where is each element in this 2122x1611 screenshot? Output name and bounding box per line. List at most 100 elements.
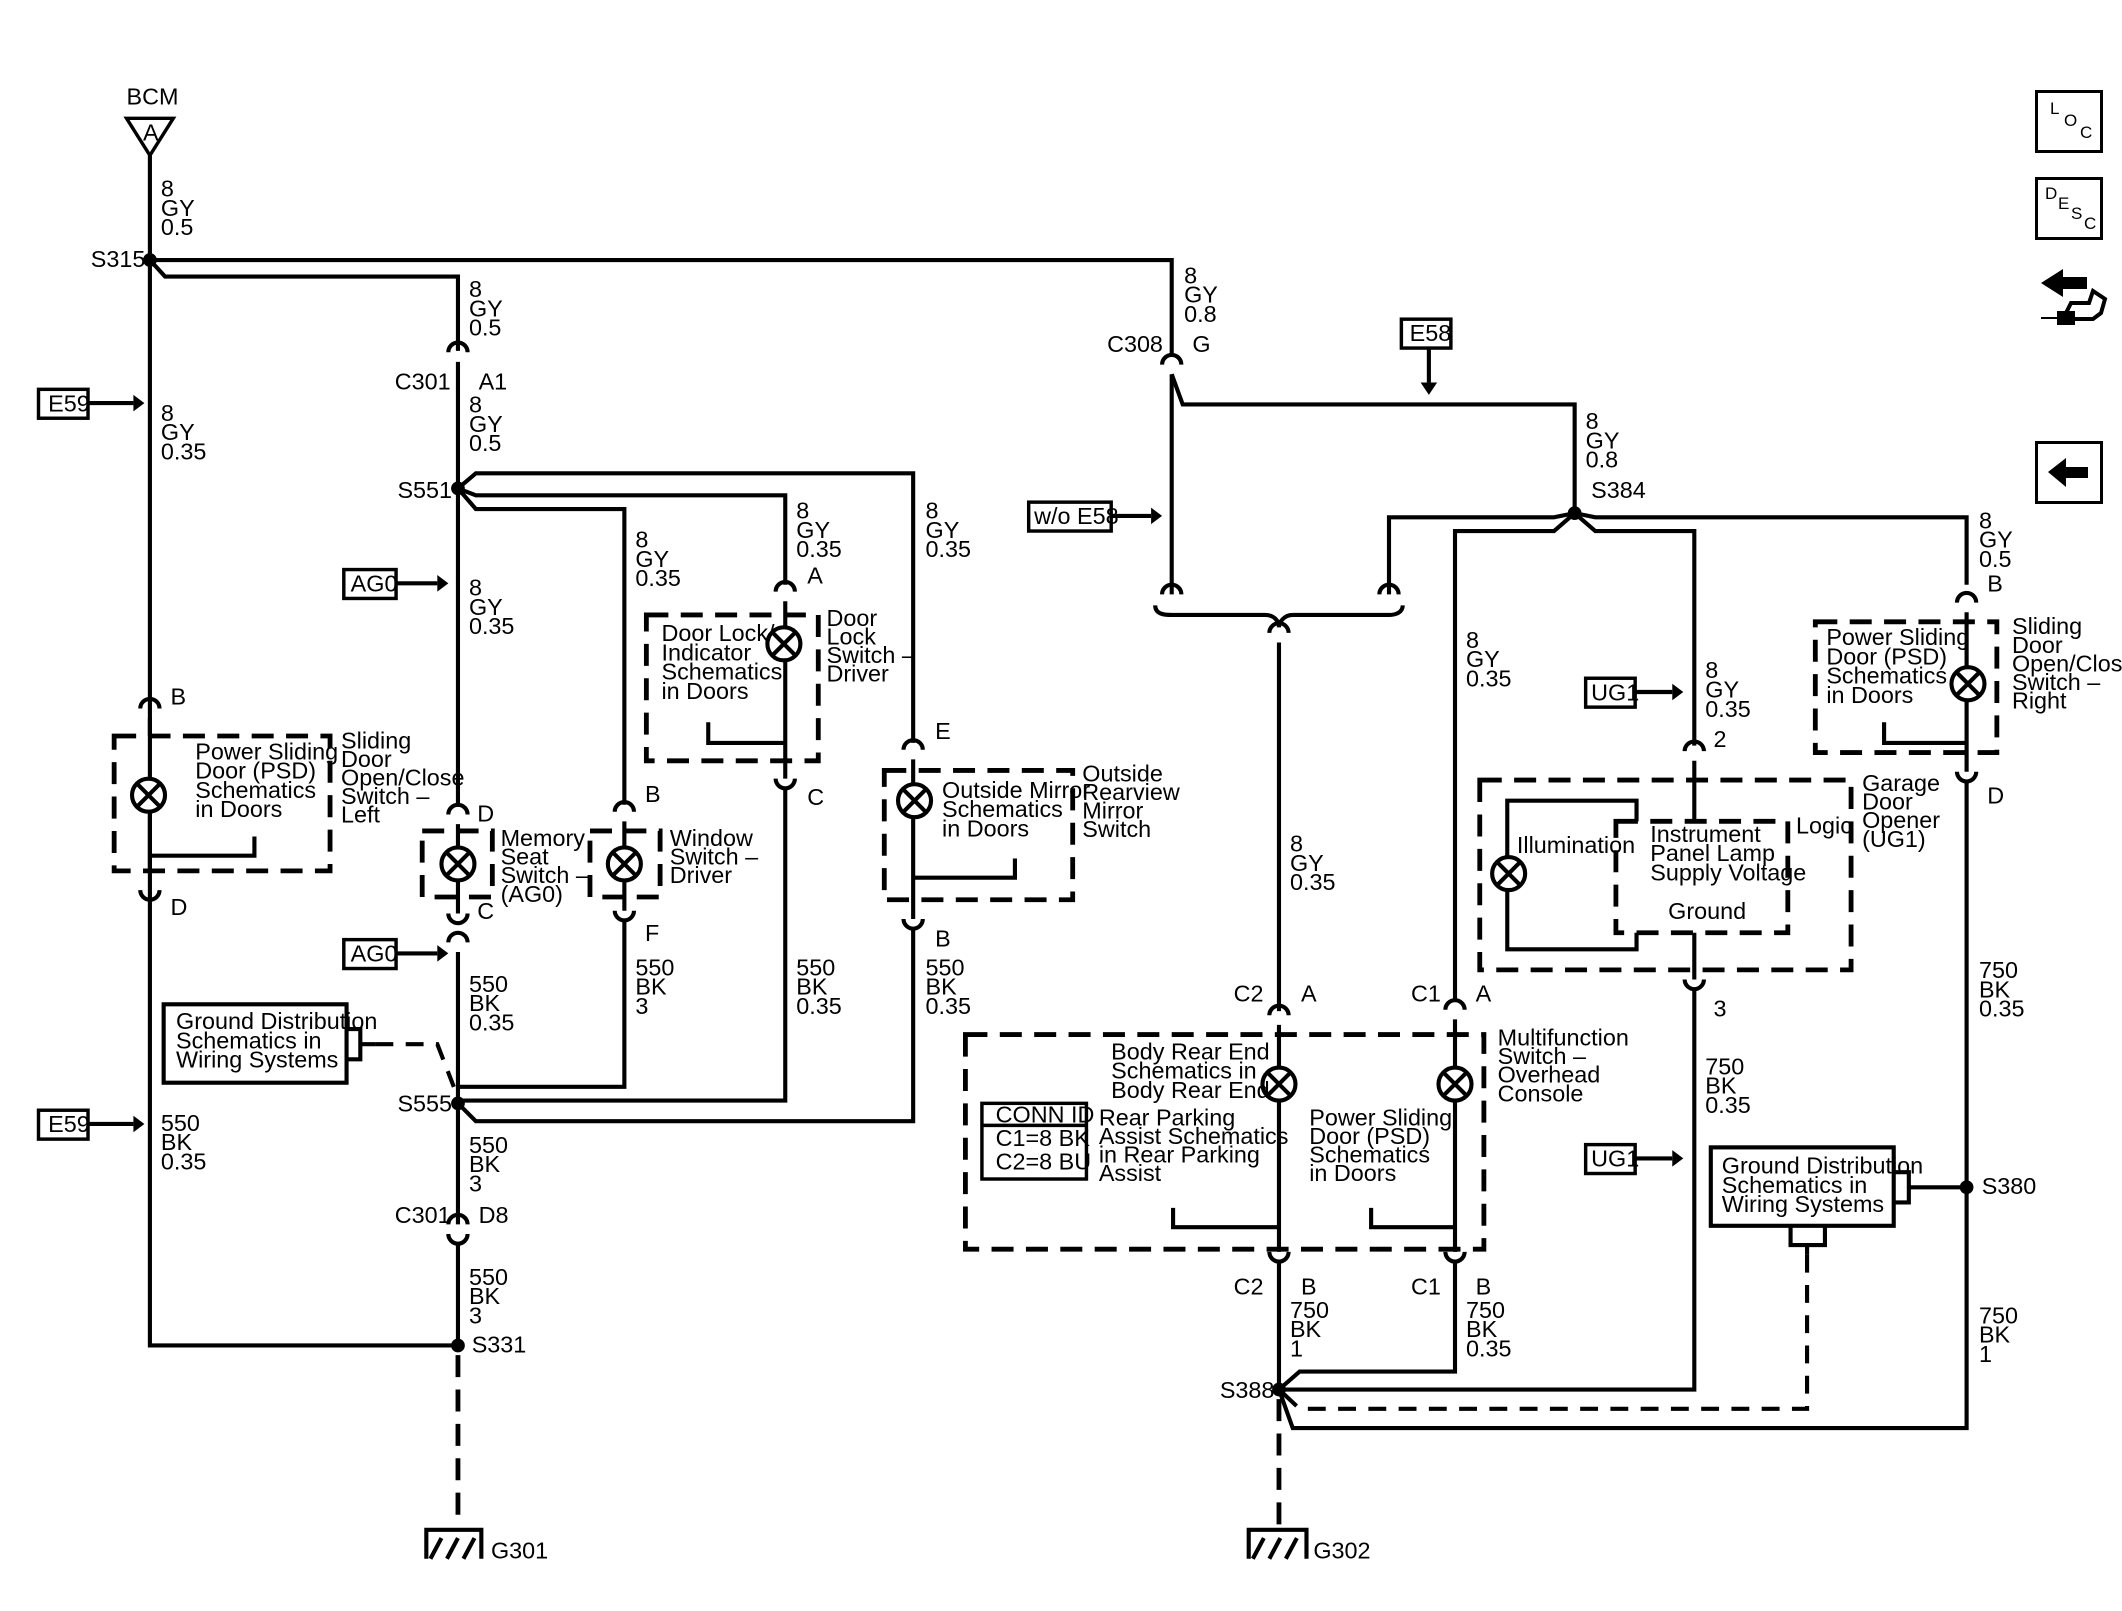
wire-label-w-window: 8 — [635, 527, 648, 553]
back-button[interactable] — [2035, 441, 2103, 504]
wire-label-w-mirror-gnd: BK — [926, 974, 958, 1000]
wire-label-w-s384: 0.8 — [1586, 447, 1618, 473]
wire-label-w-c2-up: 0.35 — [1290, 869, 1335, 895]
wire-label-w-doorlock-gnd: 550 — [796, 954, 835, 980]
wire-label-w-c2-up: GY — [1290, 850, 1324, 876]
wire-label-w-psd-right-gnd: BK — [1979, 976, 2011, 1002]
component-label-body-rear: Body Rear End — [1111, 1038, 1270, 1064]
component-label-conn-id: C1=8 BK — [996, 1125, 1091, 1151]
svg-text:E58: E58 — [1410, 320, 1452, 346]
wire-label-w-c301-s331: 3 — [469, 1302, 482, 1328]
pin-label: F — [645, 920, 659, 946]
svg-text:A: A — [1476, 981, 1492, 1007]
ag0-top-offpage[interactable]: AG0 — [342, 567, 449, 601]
component-label-window-name: Switch – — [670, 844, 758, 870]
wire-label-w-s315-c301: 8 — [469, 276, 482, 302]
pin-label: B — [935, 926, 951, 952]
wire-label-w-doorlock: GY — [796, 517, 830, 543]
wire-label-w-memory-gnd: 0.35 — [469, 1009, 514, 1035]
component-label-psd-left-inner: Door (PSD) — [195, 758, 316, 784]
wire-label-w-s555-c301: BK — [469, 1151, 501, 1177]
svg-text:UG1: UG1 — [1591, 679, 1639, 705]
wire-label-w-c301-s551: 8 — [469, 392, 482, 418]
component-label-body-rear: Schematics in — [1111, 1058, 1256, 1084]
connector-c1-b: C1 B — [1411, 1274, 1491, 1300]
wire-label-w-garage-gnd: 750 — [1705, 1053, 1744, 1079]
component-label-doorlock-inner: Schematics — [661, 659, 782, 685]
pin-label: 3 — [1714, 996, 1727, 1022]
component-label-psd-right-name: Sliding — [2012, 613, 2082, 639]
wire-label-w-ug1: 8 — [1705, 657, 1718, 683]
pin-label: B — [171, 683, 187, 709]
component-label-gnd-dist-right: Schematics in — [1722, 1172, 1867, 1198]
component-label-psd-left-name: Door — [341, 746, 392, 772]
component-label-psd-right-inner: in Doors — [1826, 682, 1913, 708]
component-label-doorlock-name: Lock — [827, 624, 877, 650]
component-label-doorlock-name: Driver — [827, 661, 890, 687]
desc-letter: S — [2071, 204, 2083, 223]
connector-hand-icon[interactable] — [2035, 255, 2111, 337]
wire-label-w-e59-top: 0.35 — [161, 438, 206, 464]
wire-label-w-e59-top: 8 — [161, 400, 174, 426]
wire-label-w-e59-gnd: 0.35 — [161, 1148, 206, 1174]
component-label-psd-right-inner: Schematics — [1826, 663, 1947, 689]
wire-label-w-ag0: 0.35 — [469, 613, 514, 639]
component-label-window-name: Driver — [670, 862, 733, 888]
component-label-memory-name: Memory — [501, 825, 586, 851]
wire-label-w-bcm: 8 — [161, 176, 174, 202]
wire-label-w-psd-right-gnd: 750 — [1979, 957, 2018, 983]
component-label-garage-ground: Ground — [1668, 898, 1746, 924]
left-arrow-icon — [2048, 458, 2088, 487]
wire-label-w-window-gnd: 550 — [635, 954, 674, 980]
connector-c301-a1: C301 A1 — [395, 368, 507, 394]
svg-text:A: A — [1301, 981, 1317, 1007]
connector-c1-a: C1 A — [1411, 981, 1492, 1007]
svg-text:C301: C301 — [395, 1202, 451, 1228]
e59-top-offpage[interactable]: E59 — [36, 387, 145, 420]
ag0-bottom-offpage[interactable]: AG0 — [342, 937, 449, 971]
loc-button[interactable]: L O C — [2035, 90, 2103, 153]
component-label-rear-parking: Assist Schematics — [1099, 1123, 1289, 1149]
e59-bottom-offpage[interactable]: E59 — [36, 1108, 145, 1141]
wire-label-w-psd-right: GY — [1979, 527, 2013, 553]
wire-label-w-doorlock-gnd: BK — [796, 974, 828, 1000]
wo-e58-offpage[interactable]: w/o E58 — [1026, 500, 1163, 533]
ground-g301: G301 — [491, 1538, 548, 1564]
svg-text:UG1: UG1 — [1591, 1146, 1639, 1172]
e58-offpage[interactable]: E58 — [1399, 317, 1453, 395]
wire-label-w-c2-gnd: 1 — [1290, 1335, 1303, 1361]
component-label-multifunction-name: Switch – — [1498, 1043, 1586, 1069]
wire-label-w-c1-up: GY — [1466, 646, 1500, 672]
component-label-psd-left-name: Left — [341, 802, 380, 828]
loc-letter: C — [2080, 123, 2093, 142]
wire-label-w-s315-c301: 0.5 — [469, 315, 501, 341]
wire-label-w-c308: GY — [1184, 282, 1218, 308]
wire-label-w-psd-right: 8 — [1979, 507, 1992, 533]
svg-text:G: G — [1192, 331, 1210, 357]
wire-label-w-window-gnd: BK — [635, 974, 667, 1000]
wire-label-w-doorlock: 8 — [796, 498, 809, 524]
wire-label-w-doorlock: 0.35 — [796, 536, 841, 562]
wire-label-w-garage-gnd: BK — [1705, 1073, 1737, 1099]
wire-label-w-s384: GY — [1586, 427, 1620, 453]
connector-c308-g: C308 G — [1107, 331, 1210, 357]
svg-text:A1: A1 — [479, 368, 508, 394]
component-label-psd-left-name: Open/Close — [341, 765, 464, 791]
wire-label-w-window: 0.35 — [635, 565, 680, 591]
component-label-doorlock-name: Switch – — [827, 642, 915, 668]
wire-label-w-e59-top: GY — [161, 419, 195, 445]
component-label-garage-logic: Logic — [1796, 813, 1852, 839]
splice-s555: S555 — [397, 1091, 452, 1117]
desc-button[interactable]: D E S C — [2035, 177, 2103, 240]
ug1-top-offpage[interactable]: UG1 — [1583, 676, 1684, 709]
svg-text:AG0: AG0 — [351, 941, 398, 967]
wire-label-w-mirror-gnd: 550 — [926, 954, 965, 980]
wire-label-w-mirror: 8 — [926, 498, 939, 524]
connector-c2-b: C2 B — [1234, 1274, 1317, 1300]
component-label-psd-console: in Doors — [1309, 1160, 1396, 1186]
wire-label-w-s555-c301: 550 — [469, 1132, 508, 1158]
component-label-garage-name: (UG1) — [1862, 826, 1926, 852]
ug1-bottom-offpage[interactable]: UG1 — [1583, 1142, 1684, 1176]
wire-label-w-c2-up: 8 — [1290, 831, 1303, 857]
pin-label: C — [807, 784, 824, 810]
